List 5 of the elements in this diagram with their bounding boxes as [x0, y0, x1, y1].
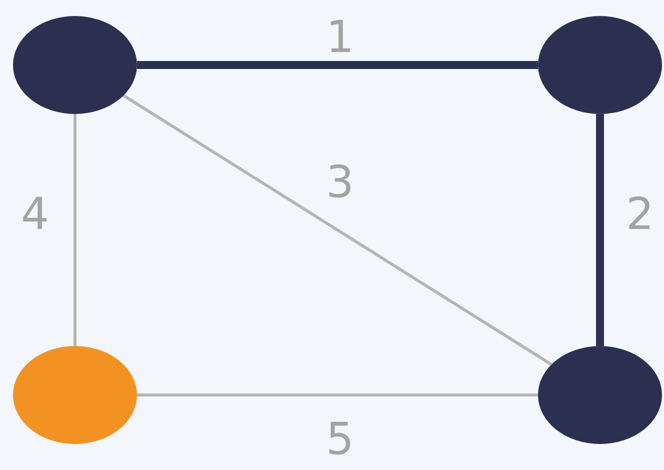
connector-line — [137, 61, 538, 69]
connector-line — [596, 114, 604, 346]
connector-line — [74, 114, 76, 346]
connector-line — [137, 394, 538, 396]
connector-line — [122, 94, 552, 366]
